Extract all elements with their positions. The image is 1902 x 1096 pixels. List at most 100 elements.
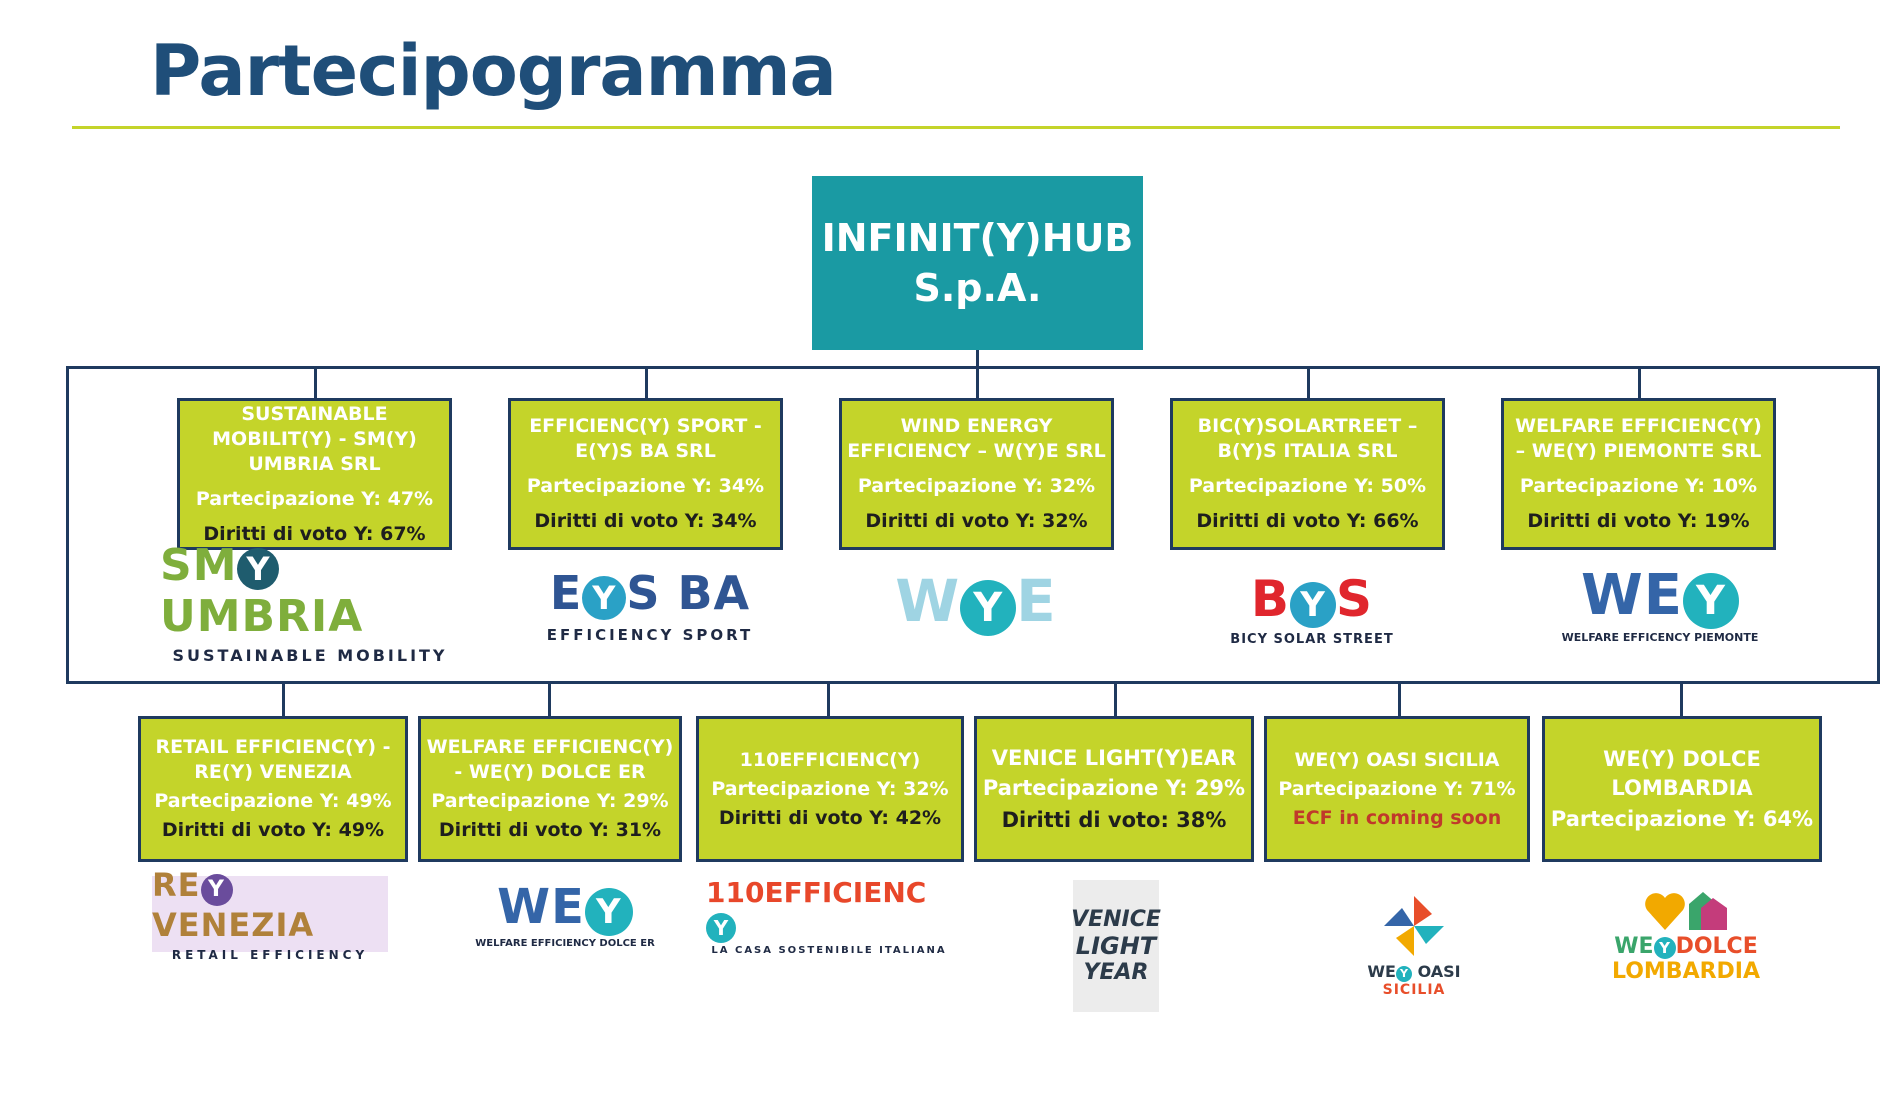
voting-rights: Diritti di voto Y: 32% <box>865 510 1088 532</box>
root-name-line2: S.p.A. <box>913 266 1042 310</box>
pinwheel-icon <box>1384 896 1444 956</box>
logo-text: VENEZIA <box>152 906 315 944</box>
logo-text: OASI <box>1417 962 1461 981</box>
company-name: 110EFFICIENC(Y) <box>739 748 921 771</box>
company-box-smy-umbria: SUSTAINABLE MOBILIT(Y) - SM(Y) UMBRIA SR… <box>177 398 452 550</box>
voting-rights: Diritti di voto Y: 49% <box>161 819 385 841</box>
participation-share: Partecipazione Y: 10% <box>1519 475 1758 497</box>
row2-connector-5 <box>1398 684 1401 718</box>
logo-y-mark: Y <box>200 874 233 906</box>
logo-subtitle: LOMBARDIA <box>1611 959 1761 984</box>
voting-rights: Diritti di voto Y: 67% <box>203 522 426 545</box>
company-name: RETAIL EFFICIENC(Y) - RE(Y) VENEZIA <box>155 736 391 783</box>
status-note: ECF in coming soon <box>1292 806 1502 829</box>
participation-share: Partecipazione Y: 50% <box>1188 475 1427 497</box>
subsidiaries-frame <box>66 366 1880 684</box>
logo-y-mark: Y <box>706 913 736 943</box>
participation-share: Partecipazione Y: 47% <box>195 487 434 510</box>
row1-connector-2 <box>645 366 648 400</box>
company-name: EFFICIENC(Y) SPORT - E(Y)S BA SRL <box>529 415 762 462</box>
logo-text: VENICE <box>1071 907 1161 932</box>
participation-share: Partecipazione Y: 49% <box>154 790 392 812</box>
logo-subtitle: WELFARE EFFICIENCY DOLCE ER <box>475 938 655 949</box>
root-company-box: INFINIT(Y)HUB S.p.A. <box>812 176 1143 350</box>
company-box-venice-lightyear: VENICE LIGHT(Y)EAR Partecipazione Y: 29%… <box>974 716 1254 862</box>
participation-share: Partecipazione Y: 32% <box>711 777 949 800</box>
logo-y-mark: Y <box>1683 572 1740 629</box>
logo-text: WE <box>1580 562 1684 628</box>
company-box-eys-ba: EFFICIENC(Y) SPORT - E(Y)S BA SRL Partec… <box>508 398 783 550</box>
company-name: VENICE LIGHT(Y)EAR <box>991 746 1237 770</box>
logo-subtitle: BICY SOLAR STREET <box>1230 631 1394 647</box>
voting-rights: Diritti di voto Y: 34% <box>534 510 757 532</box>
company-box-wey-dolce-er: WELFARE EFFICIENC(Y) - WE(Y) DOLCE ER Pa… <box>418 716 682 862</box>
hearts-houses-icon <box>1645 892 1727 930</box>
venice-lightyear-logo: VENICE LIGHT YEAR <box>1071 880 1161 1012</box>
participation-share: Partecipazione Y: 32% <box>857 475 1096 497</box>
page-title: Partecipogramma <box>150 30 837 112</box>
company-box-wey-piemonte: WELFARE EFFICIENC(Y) – WE(Y) PIEMONTE SR… <box>1501 398 1776 550</box>
voting-rights: Diritti di voto Y: 31% <box>438 819 662 841</box>
company-name: WE(Y) OASI SICILIA <box>1294 748 1500 771</box>
company-box-wey-dolce-lombardia: WE(Y) DOLCE LOMBARDIA Partecipazione Y: … <box>1542 716 1822 862</box>
participation-share: Partecipazione Y: 34% <box>526 475 765 497</box>
row1-connector-1 <box>314 366 317 400</box>
logo-text: LIGHT <box>1075 932 1157 960</box>
logo-text: UMBRIA <box>160 590 364 642</box>
logo-text: WE <box>497 879 585 935</box>
logo-y-mark: Y <box>1653 937 1676 959</box>
company-name: WELFARE EFFICIENC(Y) - WE(Y) DOLCE ER <box>426 736 674 783</box>
logo-subtitle: EFFICIENCY SPORT <box>546 626 754 644</box>
logo-text: YEAR <box>1083 960 1149 985</box>
logo-y-mark: Y <box>584 888 633 936</box>
company-box-rey-venezia: RETAIL EFFICIENC(Y) - RE(Y) VENEZIA Part… <box>138 716 408 862</box>
logo-text: S BA <box>626 566 751 620</box>
company-box-110efficiency: 110EFFICIENC(Y) Partecipazione Y: 32% Di… <box>696 716 964 862</box>
row2-connector-6 <box>1680 684 1683 718</box>
logo-text: SM <box>160 539 238 591</box>
logo-text: RE <box>152 866 201 904</box>
row2-connector-2 <box>548 684 551 718</box>
logo-y-mark: Y <box>237 547 280 590</box>
logo-y-mark: Y <box>960 579 1017 636</box>
logo-y-mark: Y <box>1395 966 1412 982</box>
logo-y-mark: Y <box>1290 581 1337 628</box>
voting-rights: Diritti di voto: 38% <box>1001 808 1227 832</box>
row2-connector-1 <box>282 684 285 718</box>
logo-subtitle: RETAIL EFFICIENCY <box>171 948 369 962</box>
company-name: SUSTAINABLE MOBILIT(Y) - SM(Y) UMBRIA SR… <box>212 402 417 475</box>
logo-text: W <box>895 566 961 635</box>
participation-share: Partecipazione Y: 29% <box>982 776 1246 800</box>
logo-text: DOLCE <box>1675 934 1758 959</box>
root-name-line1: INFINIT(Y)HUB <box>821 216 1134 260</box>
logo-subtitle: SICILIA <box>1382 982 1446 998</box>
row1-connector-4 <box>1307 366 1310 400</box>
company-name: BIC(Y)SOLARTREET – B(Y)S ITALIA SRL <box>1197 415 1418 462</box>
logo-subtitle: LA CASA SOSTENIBILE ITALIANA <box>711 945 947 956</box>
110efficiency-logo: 110EFFICIENCY LA CASA SOSTENIBILE ITALIA… <box>706 876 952 956</box>
logo-text: E <box>1016 566 1057 635</box>
root-connector <box>976 350 979 368</box>
logo-subtitle: SUSTAINABLE MOBILITY <box>172 645 448 665</box>
title-divider <box>72 126 1840 129</box>
row2-connector-4 <box>1114 684 1117 718</box>
company-name: WIND ENERGY EFFICIENCY – W(Y)E SRL <box>847 415 1106 462</box>
company-box-wye: WIND ENERGY EFFICIENCY – W(Y)E SRL Parte… <box>839 398 1114 550</box>
logo-text: B <box>1250 569 1291 628</box>
company-box-wey-oasi-sicilia: WE(Y) OASI SICILIA Partecipazione Y: 71%… <box>1264 716 1530 862</box>
participation-share: Partecipazione Y: 71% <box>1278 777 1516 800</box>
company-name: WE(Y) DOLCE LOMBARDIA <box>1603 746 1761 800</box>
logo-text: S <box>1336 569 1374 628</box>
logo-y-mark: Y <box>582 576 627 620</box>
logo-subtitle: WELFARE EFFICENCY PIEMONTE <box>1561 630 1759 644</box>
company-name: WELFARE EFFICIENC(Y) – WE(Y) PIEMONTE SR… <box>1515 415 1762 462</box>
company-box-bys-italia: BIC(Y)SOLARTREET – B(Y)S ITALIA SRL Part… <box>1170 398 1445 550</box>
